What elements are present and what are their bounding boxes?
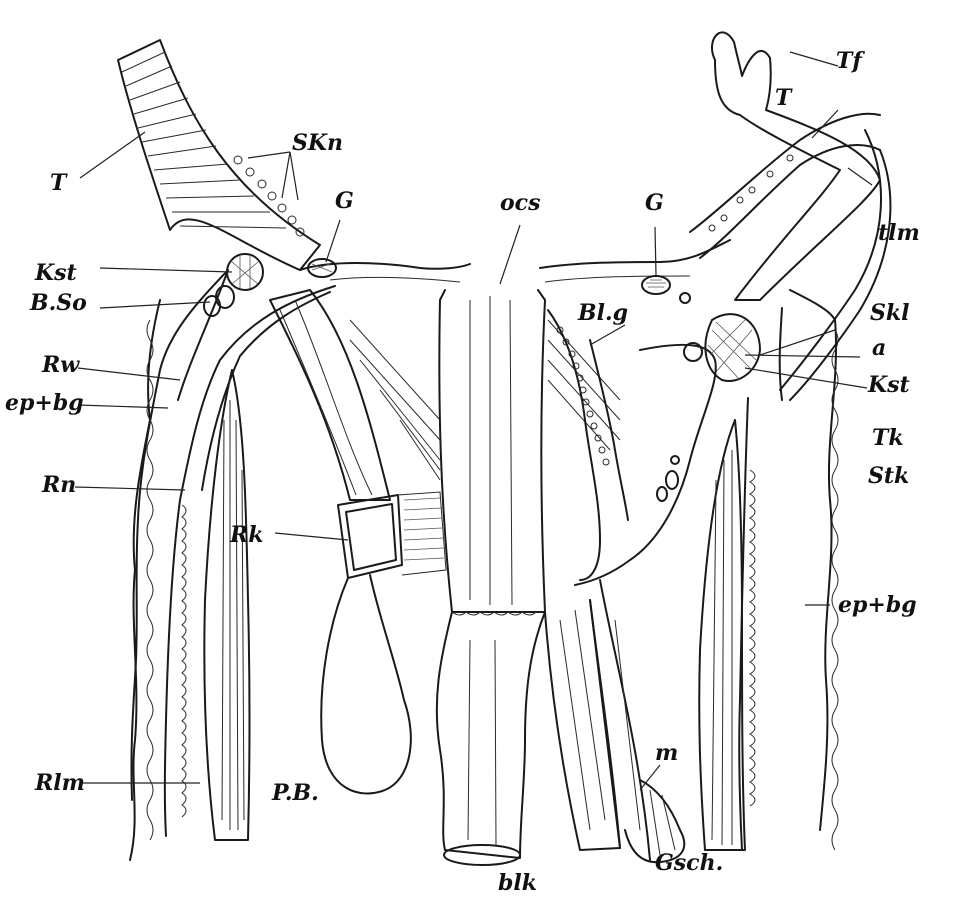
intestine-folds xyxy=(545,580,650,860)
left-ganglia xyxy=(204,254,336,316)
right-small-ganglia-cluster xyxy=(657,456,679,501)
intestine-blk xyxy=(437,612,545,865)
label-Rlm: Rlm xyxy=(34,770,85,796)
right-body-wall-outline xyxy=(780,290,836,830)
label-B-So: B.So xyxy=(29,290,87,316)
label-Stk: Stk xyxy=(868,463,909,489)
label-Rn: Rn xyxy=(41,472,76,498)
label-Rk: Rk xyxy=(229,522,264,548)
pb-sac xyxy=(321,575,411,793)
label-a: a xyxy=(872,335,886,361)
label-SKn: SKn xyxy=(292,130,343,156)
label-Tk: Tk xyxy=(872,425,904,451)
label-T-right: T xyxy=(775,85,793,111)
label-Kst-left: Kst xyxy=(34,260,77,286)
label-Kst-right: Kst xyxy=(867,372,910,398)
label-G-right: G xyxy=(645,190,664,216)
label-blk: blk xyxy=(498,870,537,896)
right-kst-ganglion xyxy=(680,293,760,381)
label-Tf: Tf xyxy=(836,48,865,74)
label-PB: P.B. xyxy=(271,780,319,806)
label-Skl: Skl xyxy=(870,300,910,326)
central-oesophagus xyxy=(439,290,545,615)
label-m: m xyxy=(655,740,678,766)
label-ocs: ocs xyxy=(500,190,540,216)
right-nerve-loop xyxy=(575,345,716,585)
right-ganglion-g xyxy=(642,276,670,294)
right-tentacle-nerve-dots xyxy=(709,155,793,231)
curved-retractor-tube xyxy=(270,290,390,500)
label-T-left: T xyxy=(50,170,68,196)
leader-lines xyxy=(75,52,872,790)
left-outer-edge xyxy=(130,300,160,860)
left-body-wall-outline xyxy=(131,270,228,800)
label-tlm: tlm xyxy=(878,220,920,246)
label-Bl-g: Bl.g xyxy=(577,300,628,326)
label-ep-bg-right: ep+bg xyxy=(838,592,917,618)
buccal-muscle-fans xyxy=(350,320,620,480)
upper-membrane-inner xyxy=(330,276,690,282)
bl-g-beads xyxy=(557,327,609,465)
label-ep-bg-left: ep+bg xyxy=(5,390,84,416)
label-Rw: Rw xyxy=(41,352,80,378)
bl-g-duct xyxy=(548,310,628,580)
label-Gsch: Gsch. xyxy=(655,850,723,876)
label-G-left: G xyxy=(335,188,354,214)
rk-collar xyxy=(338,492,446,578)
right-muscle-spindle xyxy=(699,420,745,850)
upper-membrane xyxy=(300,240,730,270)
